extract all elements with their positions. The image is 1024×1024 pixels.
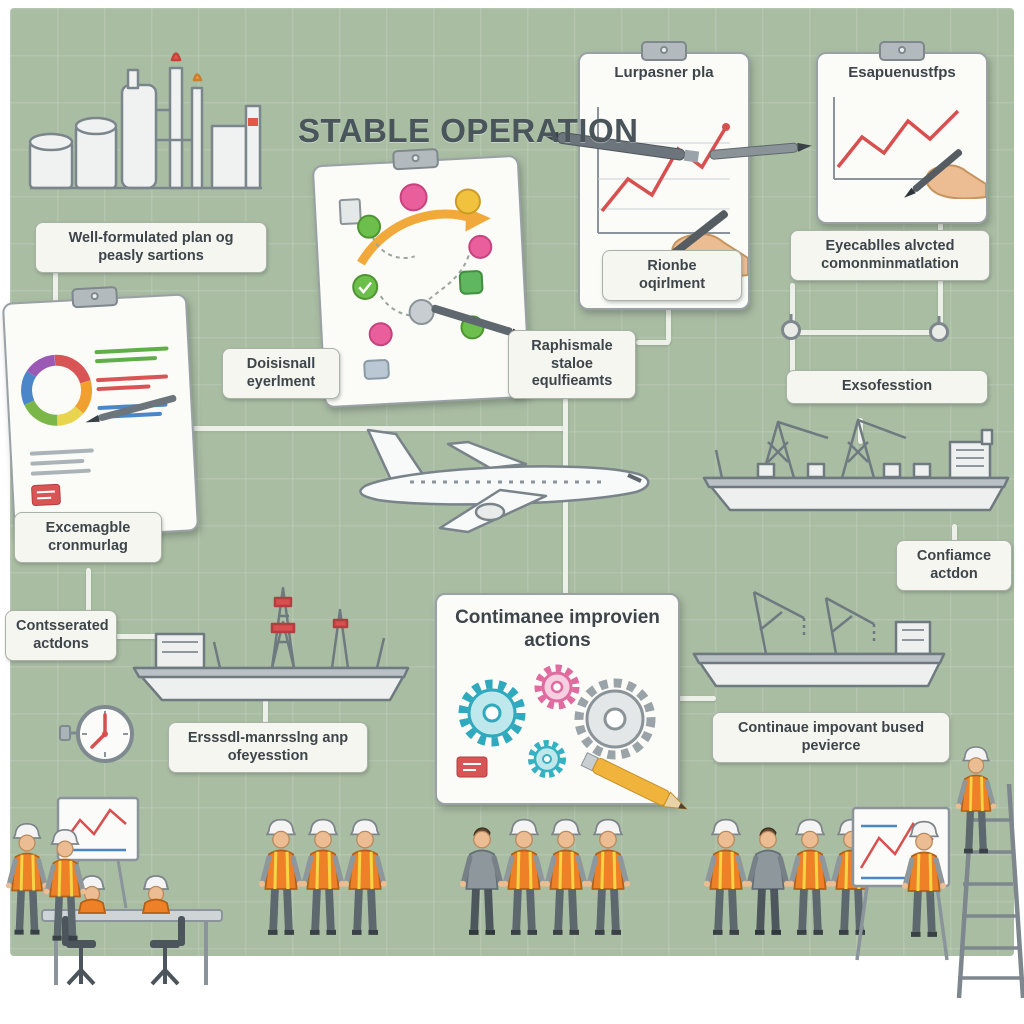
connector-line	[53, 270, 58, 315]
label-monitoring: Excemagble cronmurlag	[14, 512, 162, 564]
valve-icon	[781, 320, 801, 340]
marker-pen-icon	[545, 131, 700, 163]
improvement-actions-box: Contimanee improvien actions	[435, 593, 689, 810]
connector-line	[678, 696, 716, 701]
office-chair-icon	[62, 916, 96, 986]
connector-line	[263, 698, 268, 726]
clipboard-icons-content	[338, 183, 526, 380]
cargo-ship-illustration	[702, 418, 1010, 512]
worker-on-ladder	[952, 732, 1000, 866]
connector-line	[115, 634, 157, 639]
harbor-ship-illustration	[692, 590, 946, 688]
connector-line	[636, 340, 670, 345]
improvement-box-title: Contimanee improvien actions	[455, 607, 660, 651]
gear-icon	[458, 679, 526, 747]
flipchart-2-title: Esapuenustfps	[848, 64, 956, 81]
clipboard-icons	[311, 147, 532, 409]
factory-illustration	[28, 52, 262, 190]
label-continuous-improvement: Continaue impovant bused pevierce	[712, 712, 950, 764]
flipchart-2-chart	[833, 97, 987, 200]
label-confidence-action: Confiamce actdon	[896, 540, 1012, 592]
clock-icon	[59, 705, 134, 763]
flipchart-2: Esapuenustfps	[816, 41, 988, 224]
connector-line	[186, 426, 566, 431]
clipboard-chart-content	[21, 346, 177, 507]
gear-icon	[574, 678, 656, 760]
label-well-formulated-plan: Well-formulated plan og peasly sartions	[35, 222, 267, 274]
gear-icon	[528, 739, 566, 778]
label-measuring-observation: Ersssdl-manrsslng anp ofeyesstion	[168, 722, 368, 774]
flipchart-1-title: Lurpasner pla	[614, 64, 714, 81]
clipboard-chart	[1, 285, 200, 541]
seated-worker	[141, 875, 171, 914]
valve-icon	[929, 322, 949, 342]
office-chair-icon	[150, 916, 185, 986]
marker-pen-icon	[709, 142, 812, 160]
drilling-ship-illustration	[132, 586, 410, 702]
pencil-icon	[580, 751, 689, 810]
worker-figure	[40, 812, 90, 956]
label-communication: Eyecablles alvcted comonminmatlation	[790, 230, 990, 282]
ticket-icon	[456, 756, 488, 778]
label-experiment: Doisisnall eyerlment	[222, 348, 340, 400]
connector-line	[790, 330, 942, 335]
page-title: STABLE OPERATION	[298, 112, 639, 149]
connector-line	[86, 568, 91, 614]
flipchart-handle-icon	[879, 41, 925, 61]
label-stable-equipment: Raphismale staloe equlfieamts	[508, 330, 636, 400]
airplane-illustration	[359, 428, 650, 534]
flipchart-handle-icon	[641, 41, 687, 61]
gear-icon	[534, 664, 580, 710]
label-execution: Exsofesstion	[786, 370, 988, 404]
seated-worker	[77, 875, 107, 914]
label-concentrated-actions: Contsserated actdons	[5, 610, 117, 662]
connector-line	[952, 524, 957, 544]
worker-figure	[582, 802, 634, 950]
worker-figure	[339, 802, 391, 950]
label-reliable-equipment: Rionbe oqirlment	[602, 250, 742, 302]
worker-figure	[898, 804, 950, 952]
clipboard-clip-icon	[391, 147, 439, 171]
connector-line	[666, 303, 671, 343]
clipboard-clip-icon	[70, 285, 118, 309]
gears-illustration	[456, 664, 689, 810]
